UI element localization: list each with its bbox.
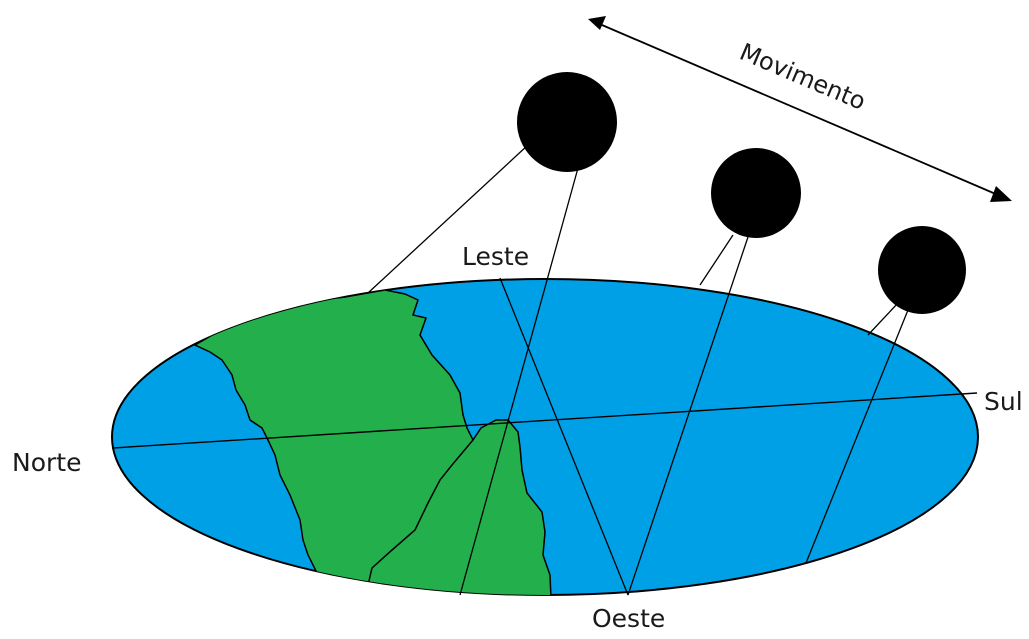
shadow-line-small-1 — [868, 303, 898, 335]
shadow-line-mid-1 — [700, 235, 733, 285]
sun-ball-small — [878, 226, 966, 314]
label-movement: Movimento — [736, 38, 870, 116]
sun-ball-medium — [711, 148, 801, 238]
movement-arrow — [588, 16, 1012, 202]
label-east: Leste — [462, 242, 529, 271]
sun-ball-large — [517, 72, 617, 172]
label-west: Oeste — [592, 604, 665, 633]
label-south: Sul — [984, 387, 1023, 416]
label-north: Norte — [12, 448, 81, 477]
